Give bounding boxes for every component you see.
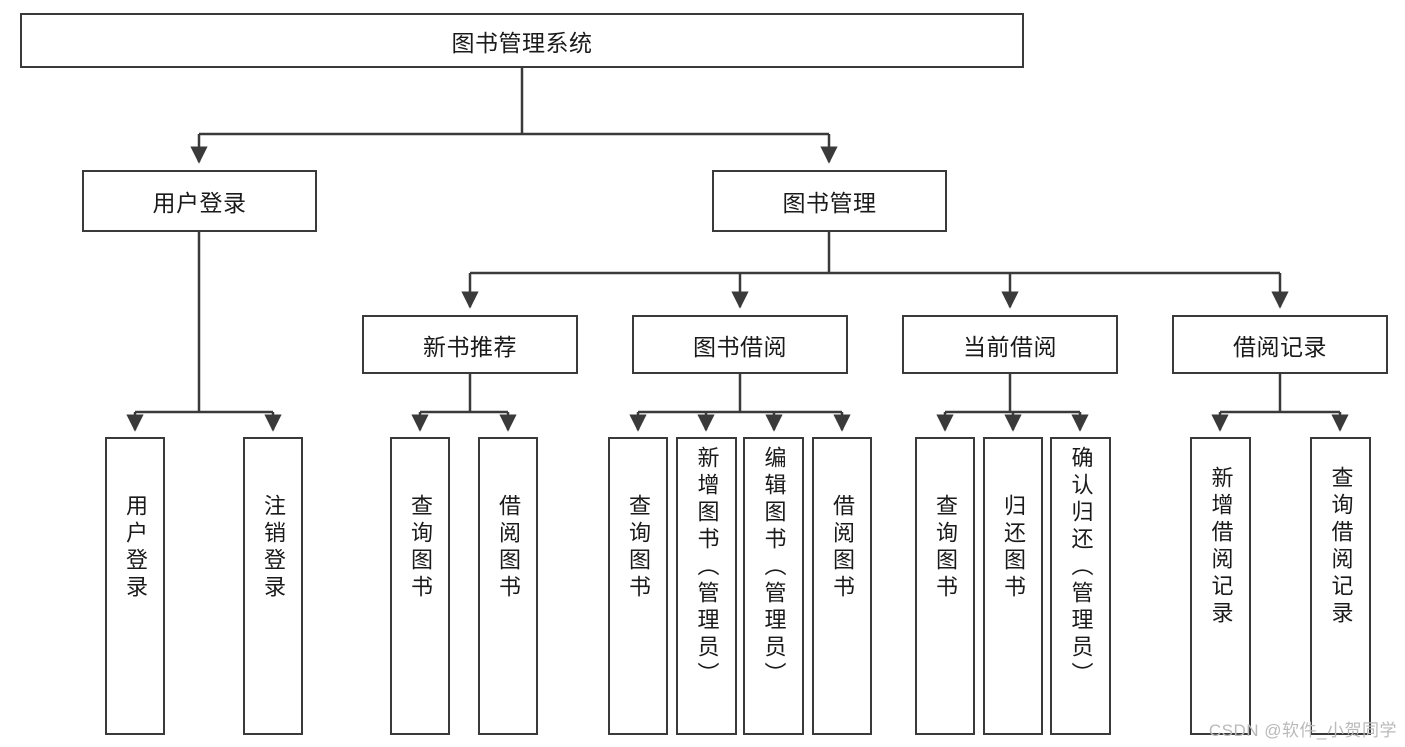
node-leaf-query-book-2[interactable]: 查询图书: [608, 437, 668, 735]
node-leaf-borrow-book-1[interactable]: 借阅图书: [478, 437, 538, 735]
node-label: 查询借阅记录: [1328, 466, 1354, 628]
node-label: 当前借阅: [963, 333, 1057, 360]
node-borrow-record[interactable]: 借阅记录: [1172, 315, 1388, 374]
node-leaf-logout-login[interactable]: 注销登录: [243, 437, 303, 735]
node-label: 新增图书（管理员）: [694, 446, 720, 689]
node-leaf-add-borrow-record[interactable]: 新增借阅记录: [1190, 437, 1251, 735]
watermark-text: CSDN @软件_小贺同学: [1208, 721, 1397, 740]
node-label: 确认归还（管理员）: [1068, 446, 1094, 689]
node-label: 归还图书: [1001, 494, 1026, 602]
node-label: 图书管理系统: [451, 29, 593, 56]
node-label: 借阅图书: [830, 494, 855, 602]
node-label: 图书借阅: [693, 333, 787, 360]
node-label: 新增借阅记录: [1208, 466, 1234, 628]
node-user-login[interactable]: 用户登录: [82, 170, 317, 232]
node-current-borrow[interactable]: 当前借阅: [902, 315, 1118, 374]
node-label: 查询图书: [408, 494, 433, 602]
node-label: 用户登录: [123, 494, 148, 602]
node-label: 查询图书: [933, 494, 958, 602]
node-book-borrow[interactable]: 图书借阅: [632, 315, 848, 374]
node-leaf-confirm-return-admin[interactable]: 确认归还（管理员）: [1050, 437, 1111, 735]
node-label: 编辑图书（管理员）: [761, 446, 787, 689]
node-leaf-edit-book-admin[interactable]: 编辑图书（管理员）: [743, 437, 804, 735]
node-label: 新书推荐: [423, 333, 517, 360]
node-label: 借阅图书: [496, 494, 521, 602]
node-book-management[interactable]: 图书管理: [712, 170, 947, 232]
node-leaf-query-borrow-record[interactable]: 查询借阅记录: [1310, 437, 1371, 735]
node-label: 查询图书: [626, 494, 651, 602]
node-leaf-add-book-admin[interactable]: 新增图书（管理员）: [676, 437, 737, 735]
node-leaf-user-login[interactable]: 用户登录: [105, 437, 165, 735]
node-label: 注销登录: [261, 494, 286, 602]
node-book-management-system[interactable]: 图书管理系统: [20, 13, 1024, 68]
node-new-book-recommend[interactable]: 新书推荐: [362, 315, 578, 374]
node-leaf-query-book-1[interactable]: 查询图书: [390, 437, 450, 735]
node-leaf-borrow-book-2[interactable]: 借阅图书: [812, 437, 872, 735]
node-leaf-return-book[interactable]: 归还图书: [983, 437, 1043, 735]
node-leaf-query-book-3[interactable]: 查询图书: [915, 437, 975, 735]
node-label: 图书管理: [782, 190, 877, 216]
node-label: 用户登录: [152, 190, 247, 216]
node-label: 借阅记录: [1233, 333, 1327, 360]
